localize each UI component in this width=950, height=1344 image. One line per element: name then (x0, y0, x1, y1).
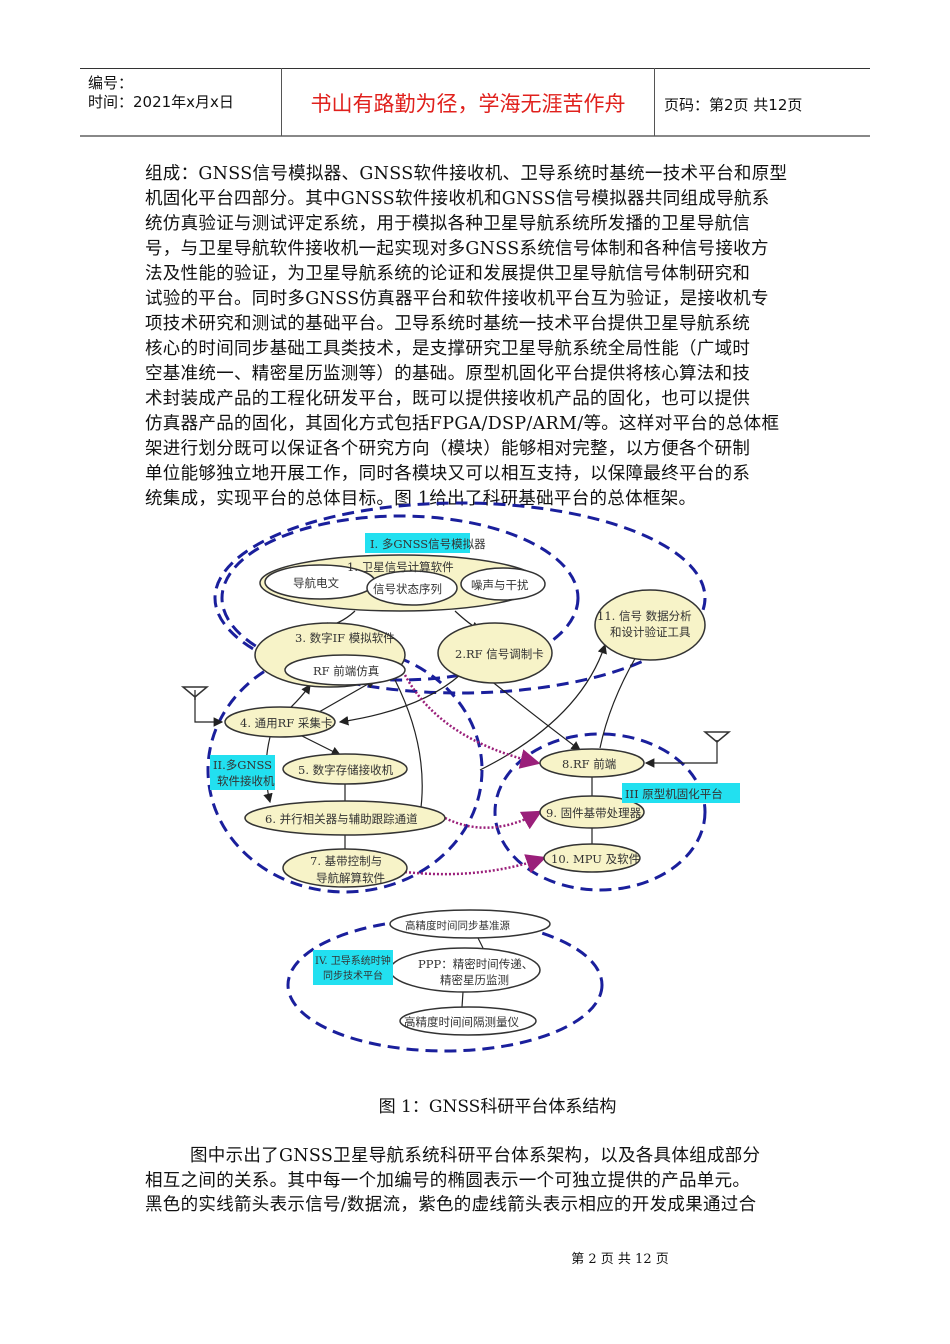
doc-time-label: 时间：2021年x月x日 (88, 93, 234, 111)
group-III-label: III 原型机固化平台 (625, 787, 723, 801)
group-I-outer-boundary (213, 501, 707, 695)
text-line: 统仿真验证与测试评定系统，用于模拟各种卫星导航系统所发播的卫星导航信 (145, 214, 751, 234)
node-4 (224, 706, 336, 738)
node-11 (594, 589, 706, 661)
header-divider (654, 68, 655, 136)
dev-arrow (403, 674, 541, 769)
antenna-feed (194, 690, 224, 727)
node-7 (282, 848, 408, 888)
arrow (299, 734, 342, 756)
node-5-label: 5. 数字存储接收机 (298, 763, 394, 777)
group-II-label: 软件接收机 (217, 774, 275, 788)
text-line: 单位能够独立地开展工作，同时各模块又可以相互支持，以保障最终平台的系 (145, 464, 751, 484)
antenna-icon (702, 731, 732, 743)
group-IV-label-bg (313, 950, 393, 985)
node-iv3-label: 高精度时间间隔测量仪 (404, 1015, 519, 1029)
node-10 (543, 843, 641, 873)
text-line: 机固化平台四部分。其中GNSS软件接收机和GNSS信号模拟器共同组成导航系 (145, 189, 770, 209)
text-line: 项技术研究和测试的基础平台。卫导系统时基统一技术平台提供卫星导航系统 (145, 314, 751, 334)
node-1c (460, 567, 546, 601)
node-3-label: 3. 数字IF 模拟软件 (295, 631, 395, 645)
text-line: 法及性能的验证，为卫星导航系统的论证和发展提供卫星导航信号体制研究和 (145, 264, 751, 284)
node-3a-label: RF 前端仿真 (313, 664, 379, 678)
header-motto: 书山有路勤为径，学海无涯苦作舟 (310, 92, 626, 116)
text-line: 架进行划分既可以保证各个研究方向（模块）能够相对完整，以方便各个研制 (145, 439, 751, 459)
group-III-boundary (493, 732, 707, 892)
group-I-label-bg (365, 533, 470, 553)
group-IV-label: IV. 卫导系统时钟 (315, 954, 391, 967)
group-IV-boundary (286, 917, 604, 1053)
node-1c-label: 噪声与干扰 (471, 578, 529, 592)
text-line: 仿真器产品的固化，其固化方式包括FPGA/DSP/ARM/等。这样对平台的总体框 (145, 414, 780, 434)
text-line: 图中示出了GNSS卫星导航系统科研平台体系架构，以及各具体组成部分 (190, 1146, 761, 1166)
group-IV-label: 同步技术平台 (323, 969, 383, 982)
node-1b-label: 信号状态序列 (373, 582, 442, 596)
node-iv1-label: 高精度时间同步基准源 (405, 919, 510, 932)
group-II-label: II.多GNSS (213, 758, 272, 772)
text-line: 核心的时间同步基础工具类技术，是支撑研究卫星导航系统全局性能（广域时 (145, 339, 751, 359)
text-line: 统集成，实现平台的总体目标。图 1给出了科研基础平台的总体框架。 (145, 489, 697, 509)
page-footer: 第 2 页 共 12 页 (571, 1252, 669, 1267)
node-6-label: 6. 并行相关器与辅助跟踪通道 (265, 812, 418, 826)
node-2 (437, 622, 553, 684)
arrow (599, 648, 641, 749)
node-3a (284, 654, 406, 686)
group-II-label-bg (210, 755, 275, 790)
doc-number-label: 编号： (88, 74, 134, 92)
dev-arrow (444, 810, 543, 830)
text-line: 相互之间的关系。其中每一个加编号的椭圆表示一个可独立提供的产品单元。 (145, 1171, 751, 1191)
node-6 (244, 800, 446, 836)
group-III-label-bg (622, 783, 740, 803)
node-8 (539, 748, 645, 778)
header-divider (281, 68, 282, 136)
arrow (394, 679, 427, 817)
node-7-label: 7. 基带控制与 (310, 854, 382, 868)
node-8-label: 8.RF 前端 (562, 757, 616, 771)
node-9-label: 9. 固件基带处理器 (546, 806, 642, 820)
node-1b (366, 570, 458, 606)
arrow (489, 679, 581, 751)
node-10-label: 10. MPU 及软件 (551, 852, 640, 866)
node-4-label: 4. 通用RF 采集卡 (240, 716, 332, 730)
node-1a-label: 导航电文 (293, 576, 339, 590)
node-7-label: 导航解算软件 (316, 871, 385, 885)
node-5 (282, 753, 408, 785)
node-11-label: 和设计验证工具 (610, 625, 691, 639)
node-iv2-label: 精密星历监测 (440, 973, 509, 987)
node-2-label: 2.RF 信号调制卡 (455, 647, 544, 661)
text-line: 黑色的实线箭头表示信号/数据流，紫色的虚线箭头表示相应的开发成果通过合 (145, 1195, 757, 1215)
arrow (338, 674, 461, 726)
node-iv2-label: PPP：精密时间传递、 (418, 957, 533, 971)
node-9 (539, 795, 645, 829)
header-bottom-rule (80, 135, 870, 137)
text-line: 试验的平台。同时多GNSS仿真器平台和软件接收机平台互为验证，是接收机专 (145, 289, 769, 309)
group-I-label: I. 多GNSS信号模拟器 (370, 537, 486, 551)
antenna-feed (644, 740, 718, 768)
text-line: 空基准统一、精密星历监测等）的基础。原型机固化平台提供将核心算法和技 (145, 364, 751, 384)
antenna-icon (180, 686, 210, 700)
group-I-boundary (220, 514, 580, 682)
node-iv1 (389, 909, 551, 939)
figure-caption: 图 1：GNSS科研平台体系结构 (378, 1097, 617, 1117)
page-info: 页码：第2页 共12页 (664, 96, 803, 114)
node-11-label: 11. 信号 数据分析 (597, 609, 692, 623)
text-line: 号，与卫星导航软件接收机一起实现对多GNSS系统信号体制和各种信号接收方 (145, 239, 769, 259)
header-top-rule (80, 68, 870, 69)
text-line: 组成：GNSS信号模拟器、GNSS软件接收机、卫导系统时基统一技术平台和原型 (145, 164, 788, 184)
dev-arrow (404, 854, 547, 876)
arrow (479, 643, 607, 771)
text-line: 术封装成产品的工程化研发平台，既可以提供接收机产品的固化，也可以提供 (145, 389, 751, 409)
node-1-label: 1. 卫星信号计算软件 (347, 560, 454, 574)
node-iv3 (399, 1006, 537, 1036)
